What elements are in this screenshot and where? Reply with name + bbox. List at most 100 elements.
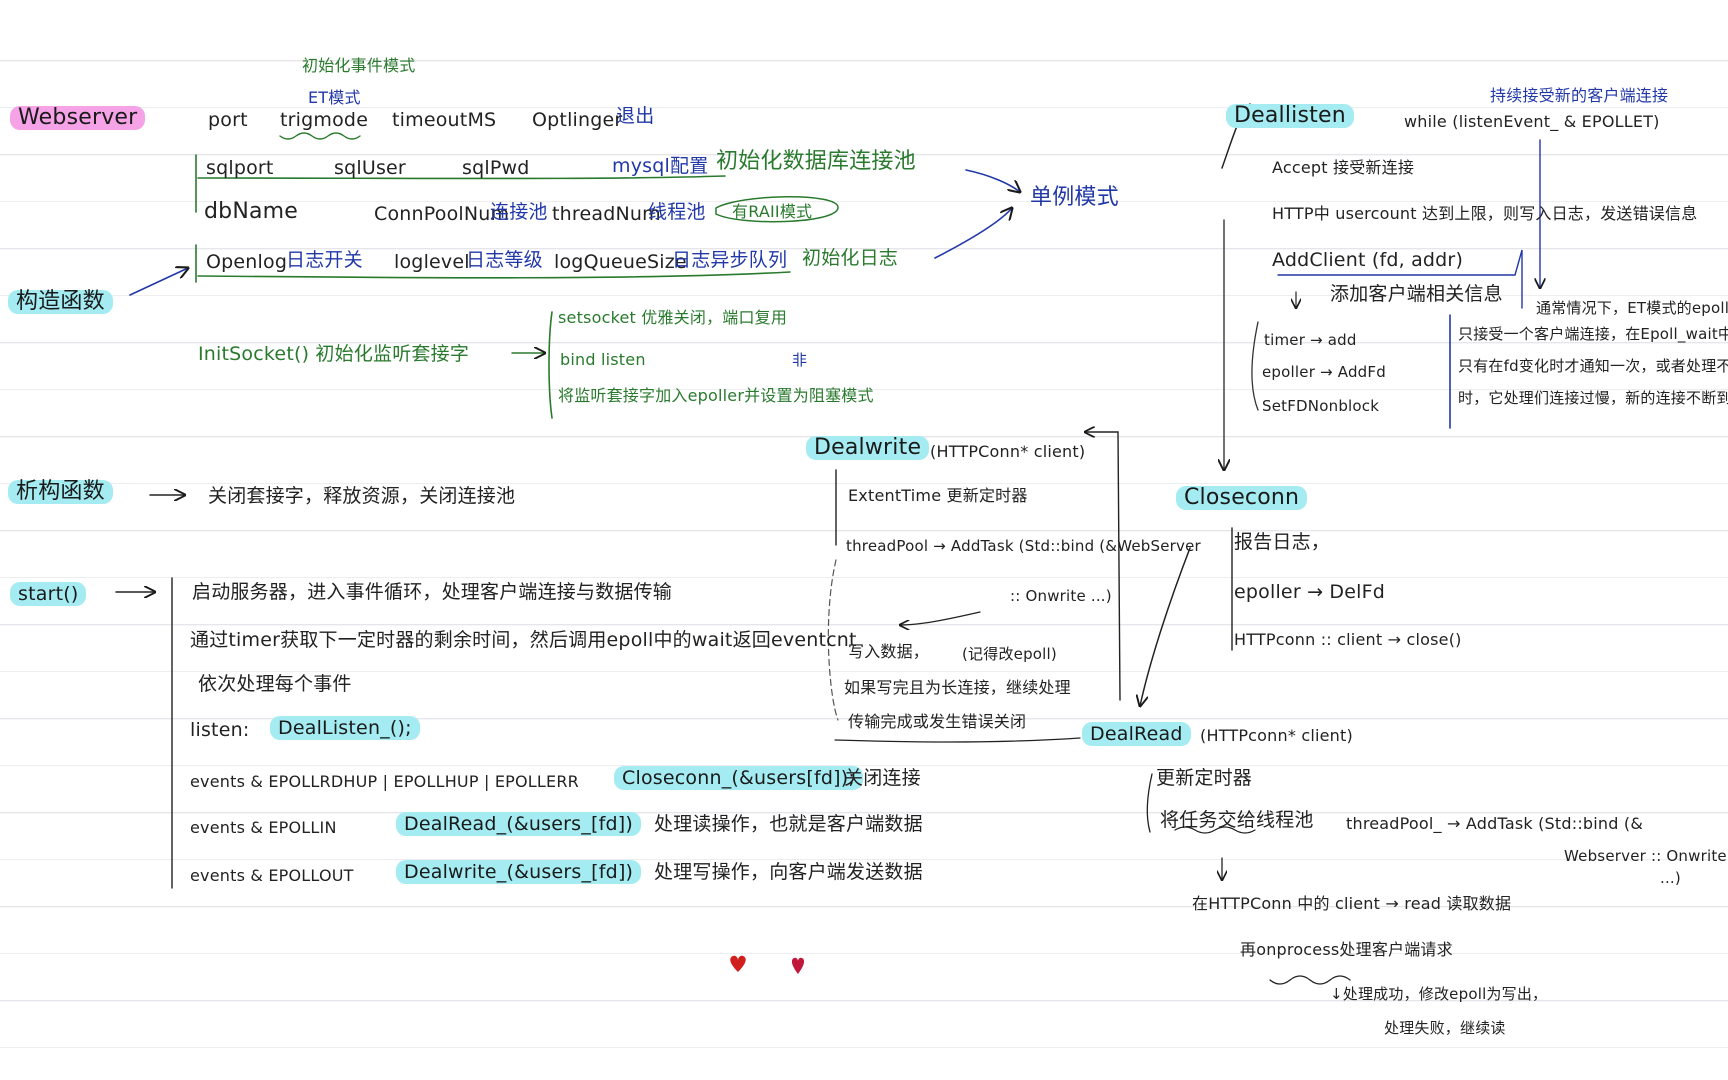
dealread-note: 处理读操作，也就是客户端数据 [654,813,923,835]
arrow-ctor [129,268,188,296]
et-explain-3: 只有在fd变化时才通知一次，或者处理不及 [1458,357,1728,375]
closeconn-note: 关闭连接 [844,767,921,789]
et-explain-2: 只接受一个客户端连接，在Epoll_wait中， [1458,325,1728,343]
closeconn-arrow [1140,547,1191,706]
dealread-dots: ...) [1660,869,1681,887]
dealwrite-note: 处理写操作，向客户端发送数据 [654,861,923,883]
dealread-signature: (HTTPconn* client) [1200,726,1353,745]
param-optlinger: Optlinger [532,109,623,131]
constructor-label: 构造函数 [8,290,113,314]
start-line-1: 启动服务器，进入事件循环，处理客户端连接与数据传输 [192,581,673,603]
param-port: port [208,109,248,131]
socket-bracket [548,311,553,419]
destructor-desc: 关闭套接字，释放资源，关闭连接池 [208,485,516,507]
deallisten-call: DealListen_(); [270,716,420,740]
addclient-step: AddClient (fd, addr) [1272,249,1464,271]
write-note-3: 传输完成或发生错误关闭 [848,712,1027,731]
notes-underline [834,737,1081,743]
pool-init-note: 初始化数据库连接池 [716,149,916,174]
loglevel-label: loglevel [394,251,470,273]
closeconn-call: Closeconn_(&users[fd]); [614,766,863,790]
logqueue-label: logQueueSize [554,251,687,273]
dealread-label: DealRead [1082,722,1191,746]
event-cond-in: events & EPOLLIN [190,818,337,837]
sqlport-label: sqlport [206,157,274,179]
et-explain-4: 时，它处理们连接过慢，新的连接不断到来 [1458,389,1728,407]
mysql-note: mysql配置 [612,155,709,177]
trigmode-wave [279,132,361,140]
sqlpwd-label: sqlPwd [462,157,530,179]
dealwrite-signature: (HTTPConn* client) [930,442,1086,461]
start-label: start() [10,582,87,606]
et-mode-note: ET模式 [308,88,361,107]
arrow-singleton-1 [965,169,1020,192]
threadnum-note: 线程池 [648,201,706,223]
write-note-1: 写入数据， [848,642,930,661]
closeconn-close: HTTPconn :: client → close() [1234,630,1462,649]
bind-listen-step: bind listen [560,350,646,369]
openlog-note: 日志开关 [286,249,363,271]
log-init-note: 初始化日志 [802,247,899,269]
webserver-title: Webserver [10,106,146,130]
connpool-note: 连接池 [490,201,548,223]
dealread-read: 在HTTPConn 中的 client → read 读取数据 [1192,894,1512,913]
dealwrite-call: Dealwrite_(&users_[fd]) [396,860,642,884]
dealread-call: DealRead_(&users_[fd]) [396,812,641,836]
openlog-label: Openlog [206,251,288,273]
et-explain-1: 通常情况下，ET模式的epoll [1536,299,1728,317]
onwrite-bind: :: Onwrite ...) [1010,587,1112,605]
deallisten-label: Deallisten [1226,104,1354,128]
while-loop: while (listenEvent_ & EPOLLET) [1404,112,1660,131]
sqluser-label: sqlUser [334,157,406,179]
event-cond-out: events & EPOLLOUT [190,866,354,885]
event-cond-hup: events & EPOLLRDHUP | EPOLLHUP | EPOLLER… [190,772,579,791]
dealread-threadpool: threadPool_ → AddTask (Std::bind (& [1346,814,1644,833]
dealwrite-return [1085,432,1121,701]
dealwrite-threadpool: threadPool → AddTask (Std::bind (&WebSer… [846,537,1201,555]
setsocket-step: setsocket 优雅关闭，端口复用 [558,308,788,327]
setfd-nonblock-step: SetFDNonblock [1262,397,1380,415]
accept-step: Accept 接受新连接 [1272,158,1415,177]
onwrite-arrow [900,611,981,625]
hearts-doodle [730,955,805,974]
singleton-note: 单例模式 [1030,185,1119,210]
initsocket-label: InitSocket() 初始化监听套接字 [198,343,470,365]
dealwrite-label: Dealwrite [806,436,930,460]
dealread-task: 将任务交给线程池 [1160,809,1314,831]
dealread-bracket [1146,773,1153,833]
dealread-update-timer: 更新定时器 [1156,767,1253,789]
arrow-singleton-2 [934,208,1012,259]
threadnum-label: threadNum [552,203,661,225]
connpool-label: ConnPoolNum [374,203,510,225]
optlinger-note: 退出 [616,105,655,127]
non-note: 非 [792,351,808,369]
write-note-epoll: (记得改epoll) [962,645,1057,663]
timer-add-step: timer → add [1264,331,1357,349]
param-trigmode: trigmode [280,109,369,131]
write-note-2: 如果写完且为长连接，继续处理 [844,678,1071,697]
destructor-label: 析构函数 [8,480,113,504]
raii-note: 有RAII模式 [732,202,813,221]
start-line-2: 通过timer获取下一定时器的剩余时间，然后调用epoll中的wait返回eve… [190,629,857,651]
closeconn-delfd: epoller → DelFd [1234,581,1386,603]
loglevel-note: 日志等级 [466,249,543,271]
dealread-webserver: Webserver :: Onwrite [1564,847,1727,865]
while-note: 持续接受新的客户端连接 [1490,86,1669,105]
event-mode-note: 初始化事件模式 [302,56,416,75]
dealread-success: ↓处理成功，修改epoll为写出， [1330,985,1548,1003]
dealread-fail: 处理失败，继续读 [1384,1019,1506,1037]
dbname-label: dbName [204,199,299,224]
epoller-addfd-step: epoller → AddFd [1262,363,1386,381]
listen-label: listen: [190,719,250,741]
param-timeoutms: timeoutMS [392,109,497,131]
timer-bracket [1251,321,1259,411]
start-line-3: 依次处理每个事件 [198,673,352,695]
heart-icon [730,955,746,972]
dealread-process: 再onprocess处理客户端请求 [1240,940,1453,959]
epoller-step: 将监听套接字加入epoller并设置为阻塞模式 [558,386,874,405]
usercount-step: HTTP中 usercount 达到上限，则写入日志，发送错误信息 [1272,204,1698,223]
logqueue-note: 日志异步队列 [672,249,788,271]
closeconn-label: Closeconn [1176,486,1308,510]
closeconn-log: 报告日志， [1234,531,1331,553]
